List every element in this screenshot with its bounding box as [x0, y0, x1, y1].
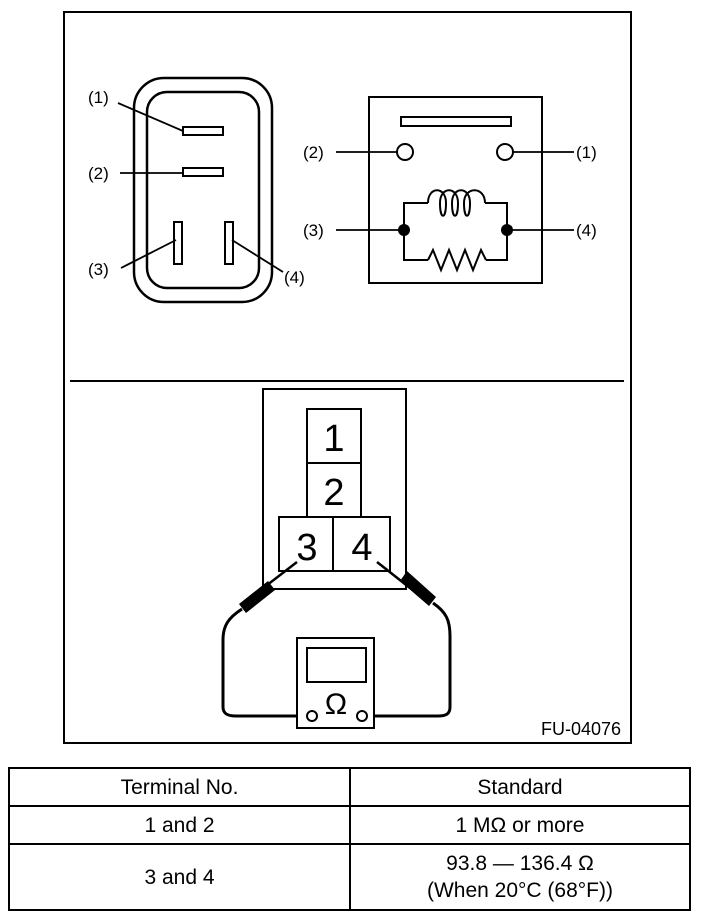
terminal-1-node [496, 143, 514, 161]
meter-right-jack [356, 710, 368, 722]
schematic-label-3: (3) [303, 221, 324, 240]
row-2-terminal: 3 and 4 [8, 843, 351, 911]
measurement-setup: 1 2 3 4 Ω [221, 388, 452, 729]
schematic-box [368, 96, 543, 284]
table-row: 3 and 4 93.8 — 136.4 Ω (When 20°C (68°F)… [8, 843, 691, 911]
schematic-label-2: (2) [303, 143, 324, 162]
terminal-3-pin [173, 221, 183, 265]
connector-label-3: (3) [88, 260, 109, 279]
connector-label-2: (2) [88, 164, 109, 183]
table-header-row: Terminal No. Standard [8, 767, 691, 807]
relay-test-diagram: (1) (2) (3) (4) (2) (1) (3) (4) 1 2 3 4 [63, 11, 632, 744]
row-2-standard-note: (When 20°C (68°F)) [426, 879, 613, 902]
row-2-standard-cell: 93.8 — 136.4 Ω (When 20°C (68°F)) [349, 843, 691, 911]
terminal-1-pin [182, 126, 224, 136]
schematic-label-1: (1) [576, 143, 597, 162]
header-standard: Standard [349, 767, 691, 807]
row-1-terminal: 1 and 2 [8, 805, 351, 845]
leader-line-4 [231, 239, 284, 273]
contact-bar [400, 116, 512, 127]
terminal-number-2: 2 [323, 472, 344, 514]
left-probe-handle [239, 581, 275, 613]
figure-code: FU-04076 [541, 719, 621, 739]
leader-line-1 [117, 102, 184, 132]
relay-schematic: (2) (1) (3) (4) [303, 96, 597, 284]
terminal-number-3: 3 [296, 527, 317, 569]
right-lead-wire [365, 601, 452, 718]
terminal-cell-4 [332, 516, 391, 572]
resistance-spec-table: Terminal No. Standard 1 and 2 1 MΩ or mo… [8, 767, 691, 911]
connector-outer-housing [132, 76, 274, 304]
row-2-standard: 93.8 — 136.4 Ω [446, 852, 594, 875]
terminal-4-pin [224, 221, 234, 265]
left-lead-wire [221, 607, 310, 718]
leader-line-3 [120, 239, 177, 269]
resistor-symbol [427, 247, 487, 273]
connector-inner-housing [145, 90, 261, 290]
right-probe-handle [400, 571, 436, 606]
ohmmeter-display [306, 647, 367, 683]
connector-face-view: (1) (2) (3) (4) [88, 76, 305, 304]
parallel-loop-wire [403, 202, 508, 261]
terminal-cell-2 [306, 462, 362, 518]
coil-symbol [427, 189, 486, 217]
header-terminal: Terminal No. [8, 767, 351, 807]
ohm-symbol: Ω [325, 688, 347, 721]
figure-frame [63, 11, 632, 744]
row-1-standard: 1 MΩ or more [349, 805, 691, 845]
schematic-label-4: (4) [576, 221, 597, 240]
terminal-number-4: 4 [351, 527, 372, 569]
connector-label-4: (4) [284, 268, 305, 287]
terminal-2-node [396, 143, 414, 161]
terminal-cell-1 [306, 408, 362, 464]
terminal-number-1: 1 [323, 418, 344, 460]
connector-label-1: (1) [88, 88, 109, 107]
meter-left-jack [306, 710, 318, 722]
terminal-2-pin [182, 167, 224, 177]
table-row: 1 and 2 1 MΩ or more [8, 805, 691, 845]
relay-body [262, 388, 407, 590]
